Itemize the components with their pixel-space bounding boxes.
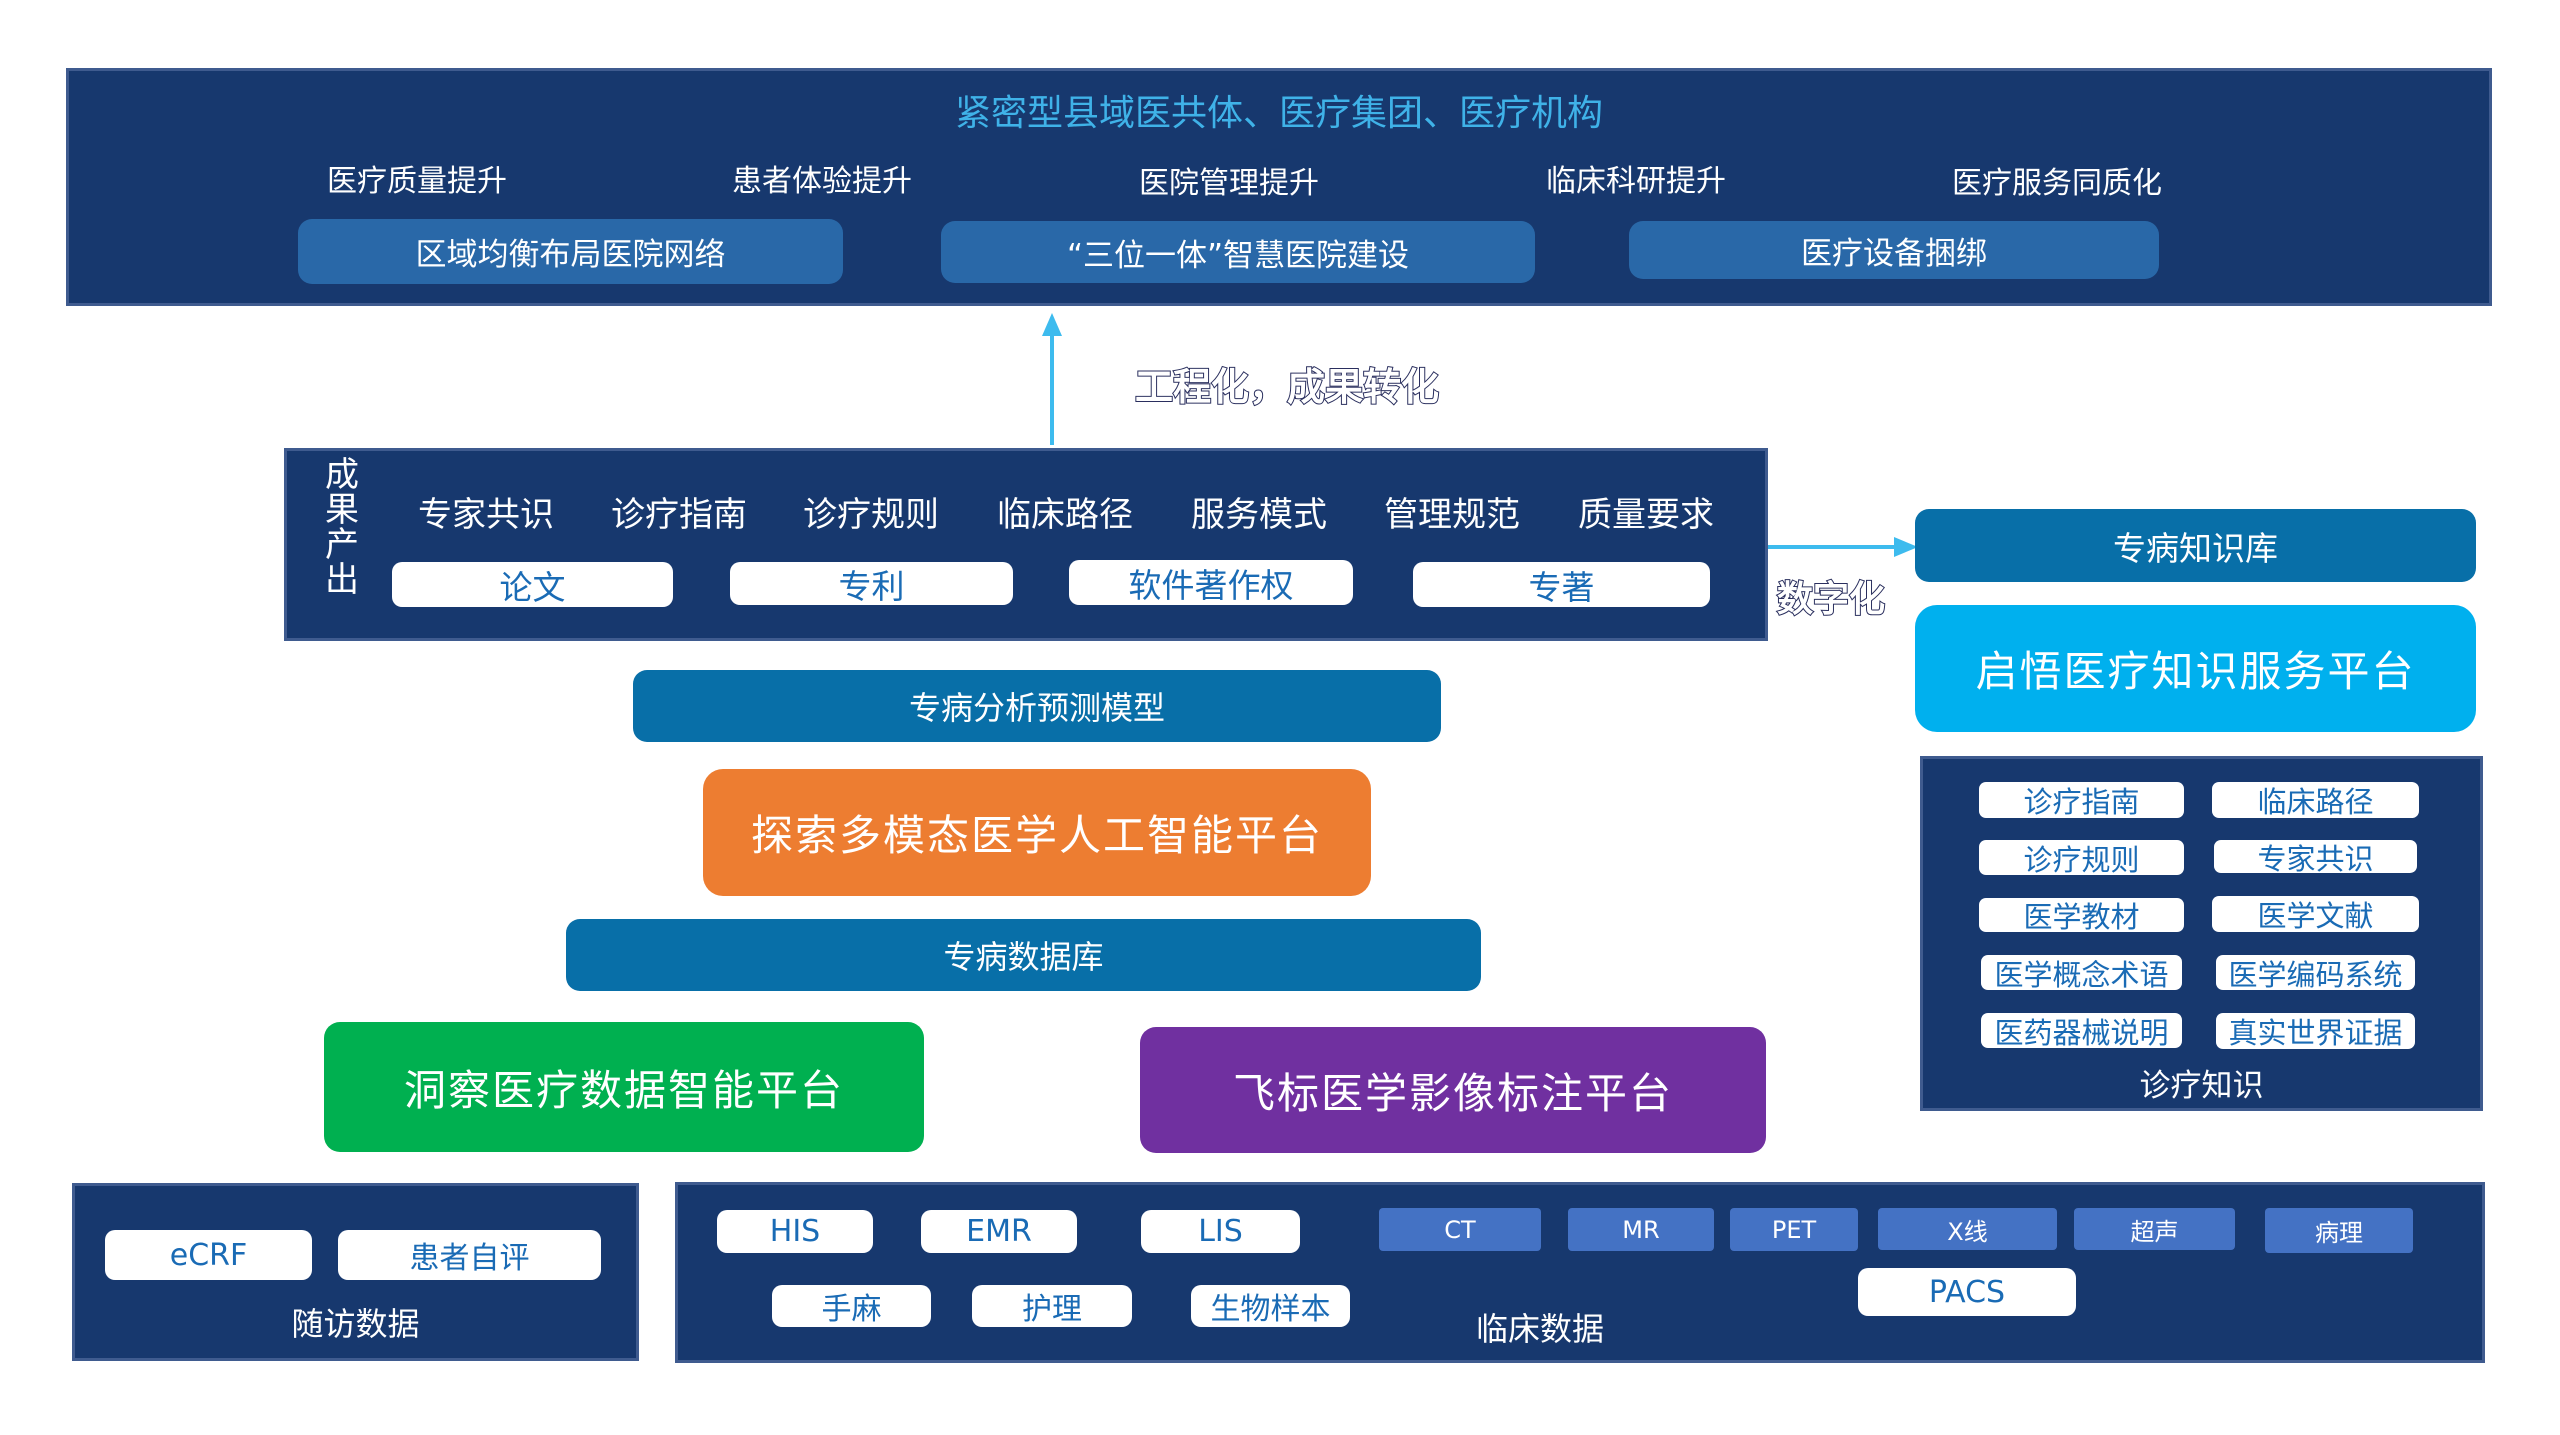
system-nursing[interactable]: 护理	[972, 1285, 1132, 1327]
imaging-annotation-platform[interactable]: 飞标医学影像标注平台	[1140, 1027, 1766, 1153]
disease-prediction-model[interactable]: 专病分析预测模型	[633, 670, 1441, 742]
output-item: 质量要求	[1578, 494, 1714, 535]
imaging-ultrasound[interactable]: 超声	[2074, 1208, 2235, 1250]
knowledge-item[interactable]: 医学概念术语	[1981, 955, 2182, 992]
knowledge-item[interactable]: 医学文献	[2212, 896, 2419, 933]
goal-patient-experience: 患者体验提升	[732, 164, 912, 199]
knowledge-item[interactable]: 医学编码系统	[2216, 955, 2415, 992]
imaging-pet[interactable]: PET	[1730, 1208, 1858, 1251]
deliverable-monographs[interactable]: 专著	[1413, 562, 1710, 607]
disease-knowledge-base[interactable]: 专病知识库	[1915, 509, 2476, 582]
goal-quality: 医疗质量提升	[327, 164, 507, 199]
knowledge-service-platform[interactable]: 启悟医疗知识服务平台	[1915, 605, 2476, 732]
clinical-data-title: 临床数据	[1475, 1310, 1604, 1348]
knowledge-item[interactable]: 医药器械说明	[1981, 1013, 2182, 1050]
imaging-pathology[interactable]: 病理	[2265, 1208, 2413, 1253]
deliverable-software-copyright[interactable]: 软件著作权	[1069, 560, 1353, 605]
knowledge-item[interactable]: 医学教材	[1979, 898, 2184, 934]
patient-self-assessment-source[interactable]: 患者自评	[338, 1230, 601, 1280]
output-item: 服务模式	[1191, 494, 1327, 535]
knowledge-item[interactable]: 临床路径	[2212, 782, 2419, 819]
arrow-up-head	[1042, 313, 1062, 336]
system-anesthesia[interactable]: 手麻	[772, 1285, 931, 1327]
output-item: 专家共识	[418, 494, 554, 535]
system-biobank[interactable]: 生物样本	[1191, 1285, 1350, 1327]
followup-data-title: 随访数据	[291, 1305, 420, 1343]
ecrf-source[interactable]: eCRF	[105, 1230, 312, 1280]
multimodal-ai-platform[interactable]: 探索多模态医学人工智能平台	[703, 769, 1371, 896]
deliverable-papers[interactable]: 论文	[392, 562, 673, 607]
clinical-knowledge-title: 诊疗知识	[2139, 1067, 2264, 1104]
panel-title: 紧密型县域医共体、医疗集团、医疗机构	[954, 93, 1603, 134]
initiative-smart-hospital[interactable]: “三位一体”智慧医院建设	[941, 221, 1535, 283]
imaging-mr[interactable]: MR	[1568, 1208, 1714, 1251]
disease-database[interactable]: 专病数据库	[566, 919, 1481, 991]
digitalization-label: 数字化	[1776, 578, 1886, 621]
engineering-transformation-label: 工程化，成果转化	[1134, 364, 1440, 410]
output-item: 诊疗规则	[803, 494, 939, 535]
output-item: 管理规范	[1384, 494, 1520, 535]
outputs-side-label: 成果产出	[325, 455, 359, 600]
knowledge-item[interactable]: 诊疗指南	[1979, 782, 2184, 819]
medical-data-platform[interactable]: 洞察医疗数据智能平台	[324, 1022, 924, 1152]
initiative-equipment-bundling[interactable]: 医疗设备捆绑	[1629, 221, 2159, 279]
goal-hospital-management: 医院管理提升	[1139, 166, 1319, 201]
knowledge-item[interactable]: 专家共识	[2214, 840, 2417, 876]
output-item: 诊疗指南	[611, 494, 747, 535]
research-outputs-panel	[284, 448, 1768, 641]
system-his[interactable]: HIS	[717, 1210, 873, 1253]
pacs-system[interactable]: PACS	[1858, 1268, 2076, 1316]
imaging-ct[interactable]: CT	[1379, 1208, 1541, 1251]
system-lis[interactable]: LIS	[1141, 1210, 1300, 1253]
initiative-regional-network[interactable]: 区域均衡布局医院网络	[298, 219, 843, 284]
knowledge-item[interactable]: 真实世界证据	[2216, 1013, 2415, 1050]
deliverable-patents[interactable]: 专利	[730, 562, 1013, 606]
output-item: 临床路径	[997, 494, 1133, 535]
system-emr[interactable]: EMR	[921, 1210, 1077, 1253]
goal-clinical-research: 临床科研提升	[1546, 164, 1726, 199]
goal-service-homogenization: 医疗服务同质化	[1952, 166, 2162, 201]
imaging-xray[interactable]: X线	[1878, 1208, 2057, 1250]
knowledge-item[interactable]: 诊疗规则	[1979, 840, 2184, 877]
